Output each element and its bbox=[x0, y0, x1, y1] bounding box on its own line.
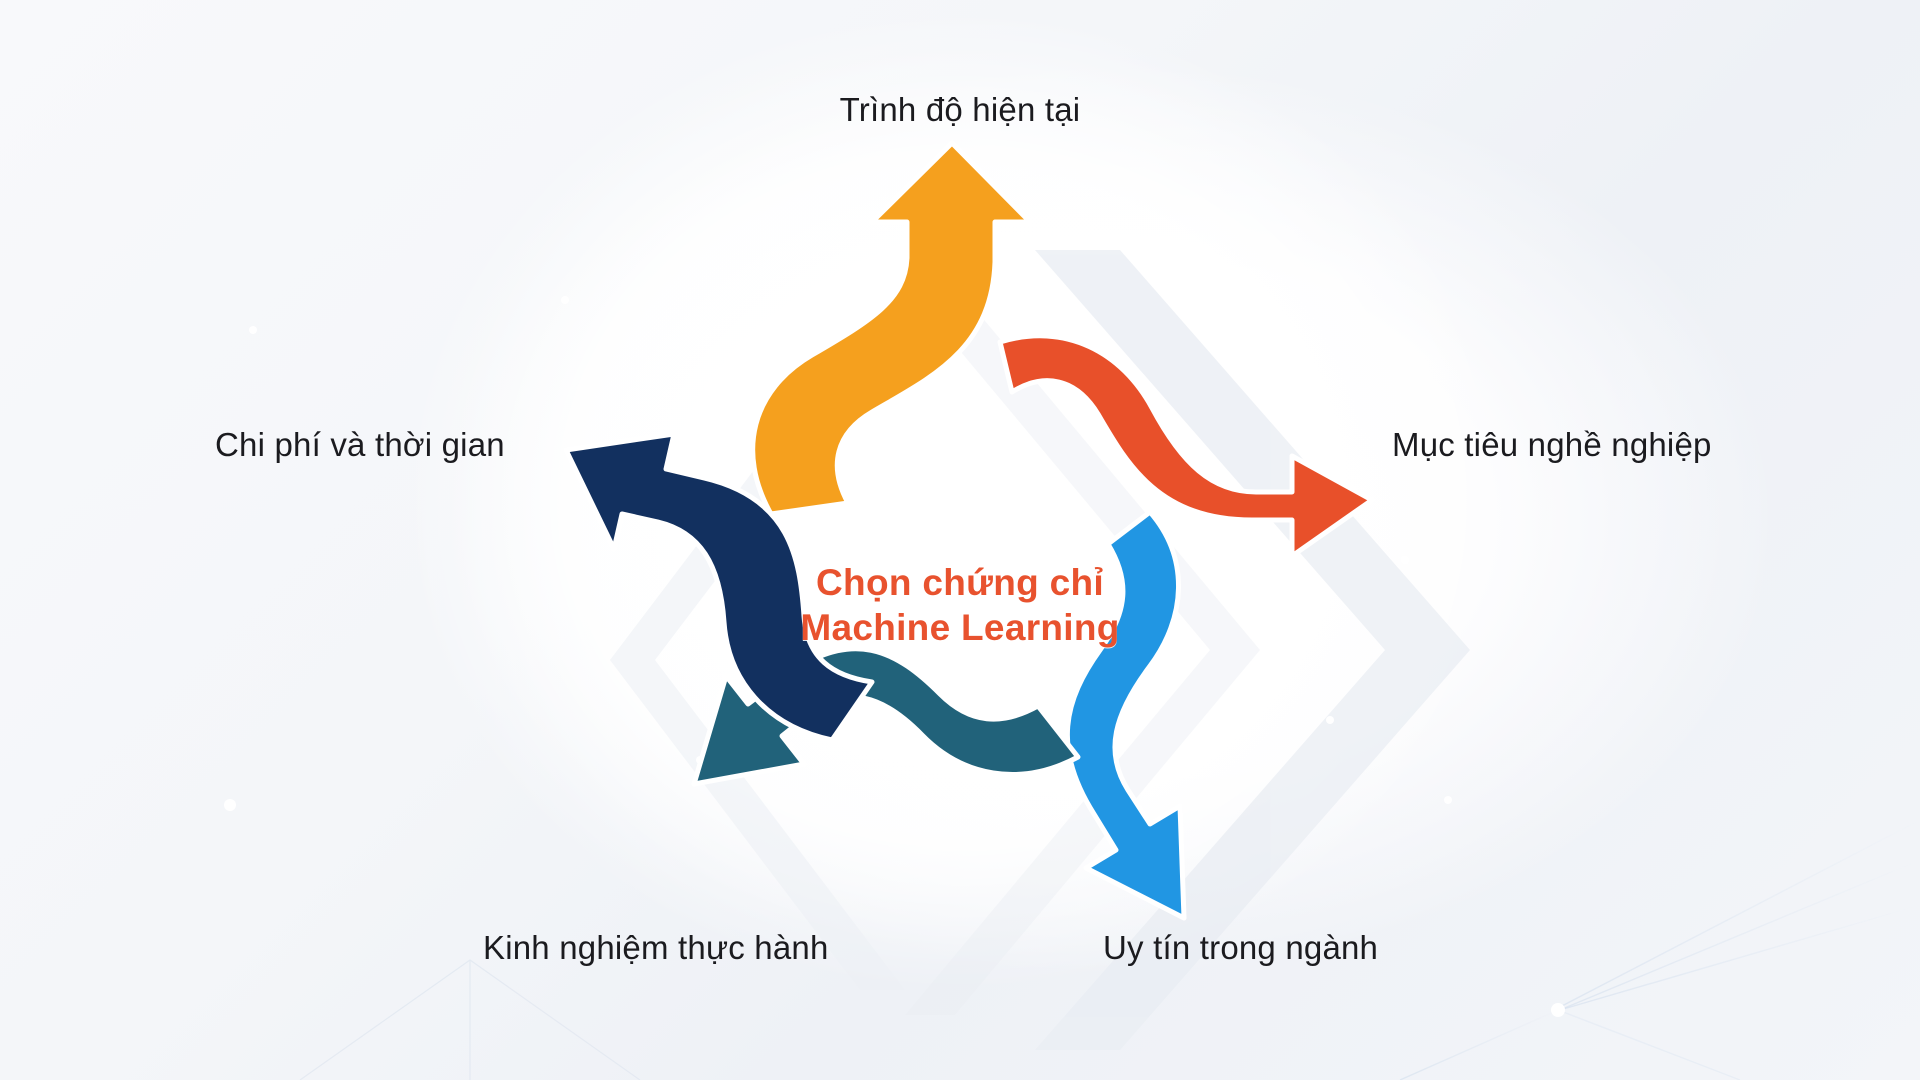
center-title: Chọn chứng chỉ Machine Learning bbox=[800, 560, 1119, 650]
label-kinh-nghiem-thuc-hanh: Kinh nghiệm thực hành bbox=[483, 929, 829, 966]
arrow-muc-tieu-nghe-nghiep[interactable] bbox=[997, 333, 1375, 559]
label-muc-tieu-nghe-nghiep: Mục tiêu nghề nghiệp bbox=[1392, 426, 1712, 463]
center-title-line-2: Machine Learning bbox=[800, 607, 1120, 649]
arrow-chi-phi-va-thoi-gian[interactable] bbox=[563, 431, 875, 743]
arrow-uy-tin-trong-nganh[interactable] bbox=[1064, 509, 1187, 921]
label-uy-tin-trong-nganh: Uy tín trong ngành bbox=[1103, 929, 1379, 966]
center-title-line-1: Chọn chứng chỉ bbox=[816, 562, 1104, 603]
arrow-trinh-do-hien-tai[interactable] bbox=[750, 140, 1033, 517]
label-chi-phi-va-thoi-gian: Chi phí và thời gian bbox=[215, 426, 505, 463]
label-trinh-do-hien-tai: Trình độ hiện tại bbox=[839, 91, 1081, 128]
